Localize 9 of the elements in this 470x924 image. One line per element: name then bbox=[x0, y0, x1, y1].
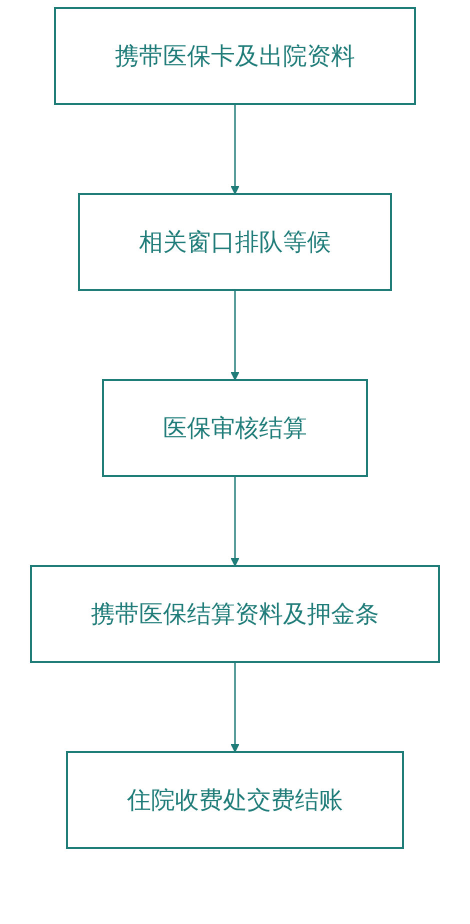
arrow bbox=[230, 476, 240, 566]
arrow bbox=[230, 104, 240, 194]
arrow bbox=[230, 662, 240, 752]
node-box: 携带医保卡及出院资料 bbox=[54, 7, 416, 105]
node-box: 住院收费处交费结账 bbox=[66, 751, 404, 849]
node-box: 医保审核结算 bbox=[102, 379, 368, 477]
node-box: 携带医保结算资料及押金条 bbox=[30, 565, 440, 663]
arrow bbox=[230, 290, 240, 380]
node-box: 相关窗口排队等候 bbox=[78, 193, 392, 291]
